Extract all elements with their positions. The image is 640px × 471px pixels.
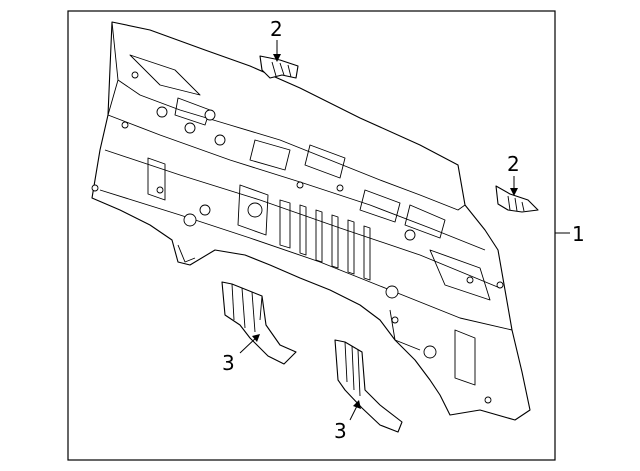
bracket-part-2-right [495,185,539,213]
rear-panel-part-1 [91,21,531,421]
arrow-2b-icon [510,188,518,196]
callout-2-right: 2 [507,152,520,176]
callout-3-right: 3 [334,419,347,443]
arrow-2a-icon [273,54,281,62]
bracket-part-3-left [221,281,297,365]
callout-1: 1 [572,222,585,246]
diagram-frame [67,10,556,461]
bracket-part-2-upper [259,55,299,79]
arrow-3a-icon [252,334,260,342]
callout-3-left: 3 [222,351,235,375]
arrow-3b-icon [353,400,361,409]
bracket-part-3-right [334,339,403,433]
callout-2-upper: 2 [270,17,283,41]
